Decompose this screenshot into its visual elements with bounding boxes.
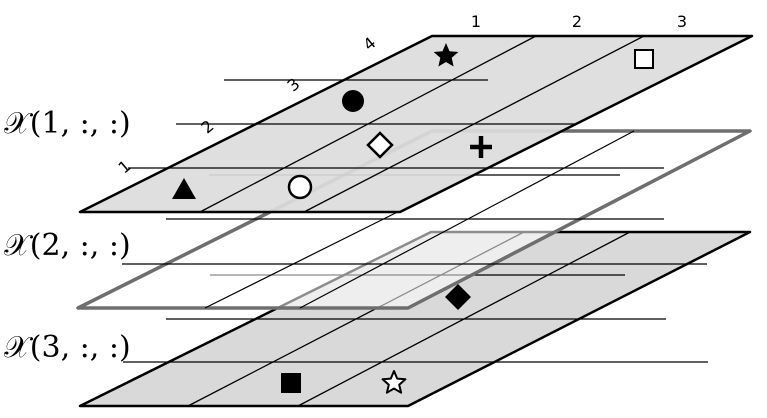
slice-labels: 𝒳(1, :, :) 𝒳(2, :, :) 𝒳(3, :, :) bbox=[4, 106, 131, 365]
slice-1-grid bbox=[128, 35, 664, 213]
slice-2-label: 𝒳(2, :, :) bbox=[4, 228, 131, 263]
open-square-icon bbox=[634, 49, 654, 69]
filled-star-icon bbox=[433, 43, 459, 67]
column-index-3: 3 bbox=[677, 12, 687, 31]
plus-icon bbox=[470, 136, 492, 158]
filled-square-icon bbox=[281, 373, 301, 393]
open-circle-icon bbox=[287, 174, 313, 200]
filled-circle-icon bbox=[342, 90, 364, 112]
filled-triangle-icon bbox=[172, 178, 196, 199]
filled-diamond-icon bbox=[445, 284, 471, 310]
row-index-1: 1 bbox=[114, 156, 134, 177]
open-star-icon bbox=[381, 370, 407, 394]
column-index-1: 1 bbox=[471, 12, 481, 31]
slice-1 bbox=[78, 34, 754, 214]
row-index-4: 4 bbox=[359, 33, 379, 54]
column-index-2: 2 bbox=[572, 12, 582, 31]
slice-3-label: 𝒳(3, :, :) bbox=[4, 330, 131, 365]
open-diamond-icon bbox=[366, 131, 394, 159]
row-index-2: 2 bbox=[197, 116, 217, 137]
row-index-3: 3 bbox=[283, 74, 303, 95]
slice-1-label: 𝒳(1, :, :) bbox=[4, 106, 131, 141]
column-indices: 1 2 3 bbox=[471, 12, 687, 31]
